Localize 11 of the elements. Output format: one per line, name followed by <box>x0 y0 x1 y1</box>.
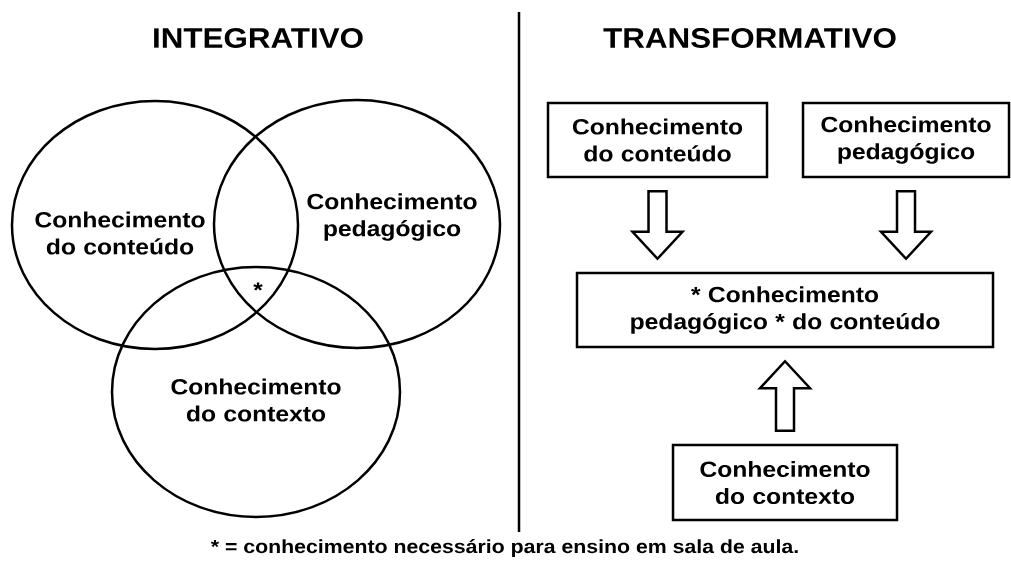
asterisk-mark: * <box>253 282 263 291</box>
heading: TRANSFORMATIVO <box>603 28 896 48</box>
block-arrow <box>757 359 813 432</box>
block-arrow <box>878 190 934 261</box>
text-box: Conhecimento do conteúdo <box>546 101 769 179</box>
text-box: Conhecimento pedagógico <box>801 101 1011 179</box>
caption: * = conhecimento necessário para ensino em sala de aula. <box>210 539 798 557</box>
text-box: Conhecimento do contexto <box>671 443 899 522</box>
text-box: * Conhecimento pedagógico * do conteúdo <box>575 271 995 349</box>
heading: INTEGRATIVO <box>154 28 363 48</box>
block-arrow <box>629 190 686 261</box>
